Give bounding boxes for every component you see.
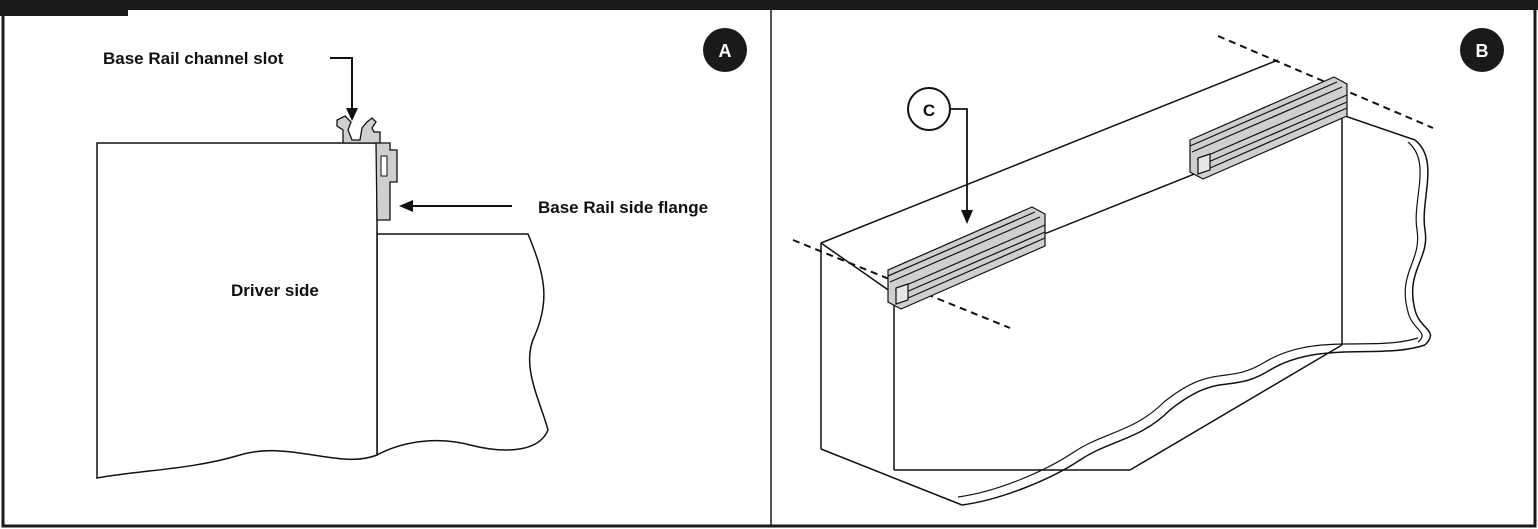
base-rail-rear bbox=[1189, 76, 1348, 180]
vehicle-side-rear bbox=[376, 233, 549, 457]
bed-cut-edge-bottom-inner bbox=[957, 337, 1419, 498]
panel-b: B bbox=[792, 28, 1504, 506]
callout-c-arrowhead bbox=[961, 210, 973, 224]
callout-c-leader bbox=[950, 108, 968, 212]
frame-border bbox=[1, 6, 1537, 528]
badge-a-label: A bbox=[719, 41, 732, 61]
badge-b-label: B bbox=[1476, 41, 1489, 61]
base-rail-front bbox=[887, 206, 1046, 310]
bed-cut-edge-right bbox=[1411, 139, 1432, 346]
bed-cut-edge-right-inner bbox=[1404, 141, 1423, 343]
frame-top-bar bbox=[0, 0, 1538, 10]
badge-a bbox=[703, 28, 747, 72]
channel-slot-label: Base Rail channel slot bbox=[103, 49, 284, 68]
driver-side-panel bbox=[96, 142, 378, 479]
base-rail-profile bbox=[336, 115, 398, 221]
panel-a: A Base Rail channel slot Base Rail side … bbox=[96, 28, 747, 479]
bed-cut-edge-bottom bbox=[961, 344, 1426, 506]
side-flange-label: Base Rail side flange bbox=[538, 198, 708, 217]
guide-line-front bbox=[792, 239, 1011, 329]
badge-b bbox=[1460, 28, 1504, 72]
channel-slot-leader bbox=[330, 57, 353, 110]
channel-slot-arrowhead bbox=[346, 108, 358, 121]
callout-c-label: C bbox=[923, 101, 935, 120]
guide-line-rear bbox=[1217, 35, 1434, 129]
driver-side-label: Driver side bbox=[231, 281, 319, 300]
side-flange-arrowhead bbox=[399, 200, 413, 212]
